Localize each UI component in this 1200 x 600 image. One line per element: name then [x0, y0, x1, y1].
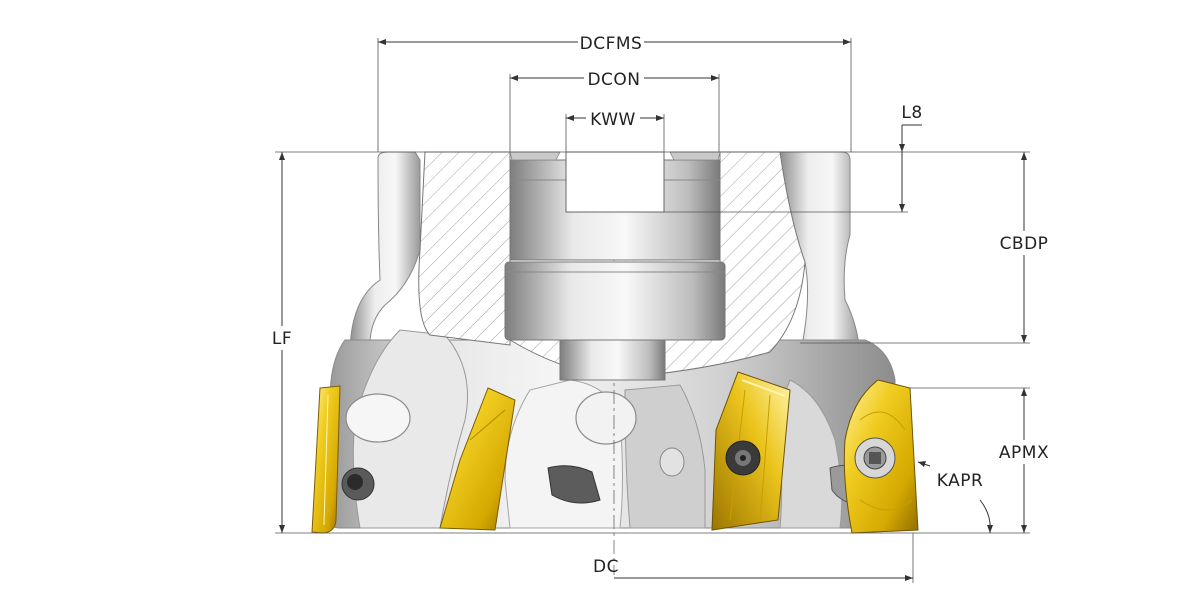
label-l8: L8	[901, 103, 922, 123]
dimension-kww: KWW	[566, 106, 664, 130]
label-kww: KWW	[590, 110, 636, 130]
insert-left-edge	[311, 385, 341, 534]
dimension-dcfms: DCFMS	[378, 30, 851, 54]
label-cbdp: CBDP	[1000, 234, 1049, 254]
dimension-dcon: DCON	[510, 66, 719, 90]
section-view	[418, 151, 806, 381]
insert-front-right	[711, 371, 791, 531]
label-lf: LF	[272, 329, 292, 349]
dimension-lf: LF	[266, 152, 298, 533]
insert-front-left	[439, 387, 516, 531]
label-dc: DC	[593, 557, 619, 577]
dimension-l8: L8	[899, 103, 922, 212]
insert-right-edge	[843, 379, 919, 534]
label-kapr: KAPR	[937, 471, 984, 491]
dimension-apmx: APMX	[994, 388, 1054, 533]
label-dcfms: DCFMS	[580, 34, 643, 54]
extension-lines	[275, 38, 1030, 583]
dimension-dc: DC	[593, 557, 913, 581]
label-dcon: DCON	[587, 70, 640, 90]
dimension-kapr: KAPR	[917, 461, 993, 534]
label-apmx: APMX	[999, 443, 1049, 463]
dimension-cbdp: CBDP	[996, 152, 1052, 343]
